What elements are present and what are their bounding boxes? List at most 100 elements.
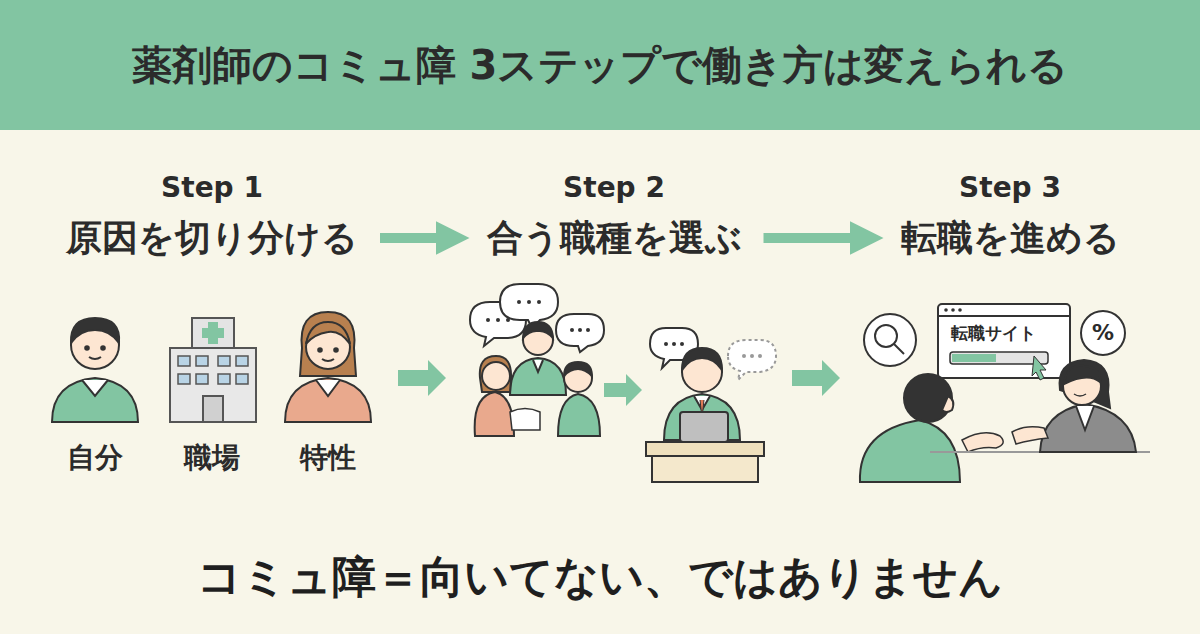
icon-label: 特性 [300, 441, 356, 475]
step-number: Step 1 [66, 168, 358, 208]
step-heading: 合う職種を選ぶ [487, 214, 742, 262]
building-icon-part [178, 374, 190, 384]
group-conversation-part [496, 318, 500, 322]
building-icon-part [218, 374, 230, 384]
person-icon [52, 318, 138, 422]
interview-scene-part [938, 304, 1070, 378]
interview-scene-part [894, 344, 904, 354]
interview-scene-part [1032, 356, 1046, 380]
flow-arrow [380, 233, 453, 243]
building-icon-part [178, 356, 248, 384]
building-icon-part [196, 356, 208, 366]
desk-worker-part [728, 340, 776, 380]
interview-scene-part [958, 308, 962, 312]
desk-worker-part [680, 342, 684, 346]
interview-scene-part [952, 354, 996, 362]
group-conversation-part [523, 322, 553, 338]
desk-worker-part [742, 354, 746, 358]
group-conversation-part [564, 362, 592, 376]
person-icon-part [285, 378, 371, 422]
step-number: Step 2 [487, 168, 742, 208]
building-icon-part [218, 356, 230, 366]
interview-scene-part [904, 374, 952, 422]
person-icon-part [318, 348, 322, 352]
step-number: Step 3 [901, 168, 1120, 208]
person-icon-part [82, 380, 108, 396]
desk-worker-part [672, 342, 676, 346]
step-block: Step 1 原因を切り分ける [62, 168, 362, 262]
interview-scene [860, 304, 1150, 482]
person-icon-part [71, 318, 119, 343]
building-icon-part [203, 396, 223, 422]
interview-scene-part [1040, 404, 1136, 452]
group-conversation-part [500, 284, 558, 328]
caption: コミュ障＝向いてない、ではありません [0, 546, 1200, 608]
title: 薬剤師のコミュ障 3ステップで働き方は変えられる [0, 0, 1200, 130]
desk-worker [646, 328, 776, 482]
group-conversation [470, 284, 604, 436]
person-icon-part [101, 346, 105, 350]
group-conversation-part [533, 360, 543, 372]
building-icon-part [236, 356, 248, 366]
flow-arrow-part [792, 360, 840, 396]
group-conversation-part [586, 328, 590, 332]
group-conversation-part [486, 318, 490, 322]
desk-worker-part [652, 456, 758, 482]
building-icon-part [178, 356, 190, 366]
interview-scene-part [938, 315, 1070, 317]
group-conversation-part [480, 356, 511, 392]
interview-scene-part [1081, 311, 1125, 355]
step-heading: 転職を進める [901, 214, 1120, 262]
step-heading: 原因を切り分ける [66, 214, 358, 262]
person-icon-part [322, 359, 334, 361]
interview-scene-part [944, 308, 948, 312]
person-icon-part [300, 312, 356, 376]
interview-scene-part [864, 314, 916, 366]
group-conversation-part [482, 362, 510, 390]
person-icon-part [52, 378, 138, 422]
group-conversation-part [537, 300, 541, 304]
browser-text: 転職サイト [951, 323, 1036, 343]
building-icon-part [202, 328, 224, 338]
desk-worker-part [750, 354, 754, 358]
interview-scene-part [942, 396, 953, 412]
icon-label: 職場 [184, 441, 240, 475]
interview-scene-part [1076, 406, 1094, 430]
group-conversation-part [527, 300, 531, 304]
interview-scene-part [1012, 427, 1048, 444]
person-icon-part [306, 322, 350, 344]
building-icon-part [236, 374, 248, 384]
desk-worker-part [682, 348, 722, 370]
group-conversation-part [517, 300, 521, 304]
building-icon [170, 318, 256, 422]
symbol-label: % [1092, 320, 1114, 346]
group-conversation-part [558, 394, 600, 436]
desk-worker-part [758, 354, 762, 358]
person-icon-part [85, 346, 89, 350]
building-icon-part [196, 374, 208, 384]
group-conversation-part [510, 409, 540, 431]
interview-scene-part [1064, 366, 1100, 384]
interview-scene-part [951, 308, 955, 312]
building-icon-part [170, 348, 256, 422]
step-block: Step 3 転職を進める [897, 168, 1124, 262]
group-conversation-part [570, 328, 574, 332]
desk-worker-part [646, 442, 764, 456]
desk-worker-part [664, 342, 668, 346]
step-block: Step 2 合う職種を選ぶ [483, 168, 746, 262]
group-conversation-part [475, 392, 514, 436]
person-icon [285, 312, 371, 422]
building-icon-part [192, 318, 234, 348]
group-conversation-part [506, 318, 510, 322]
flow-arrow-part [604, 374, 642, 406]
group-conversation-part [510, 358, 566, 395]
interview-scene-part [875, 325, 897, 347]
interview-scene-part [1074, 394, 1086, 396]
desk-worker-part [680, 412, 728, 442]
person-icon-part [89, 357, 101, 359]
flow-arrow [764, 233, 867, 243]
flow-arrow-part [398, 360, 446, 396]
icon-label: 自分 [67, 441, 123, 475]
